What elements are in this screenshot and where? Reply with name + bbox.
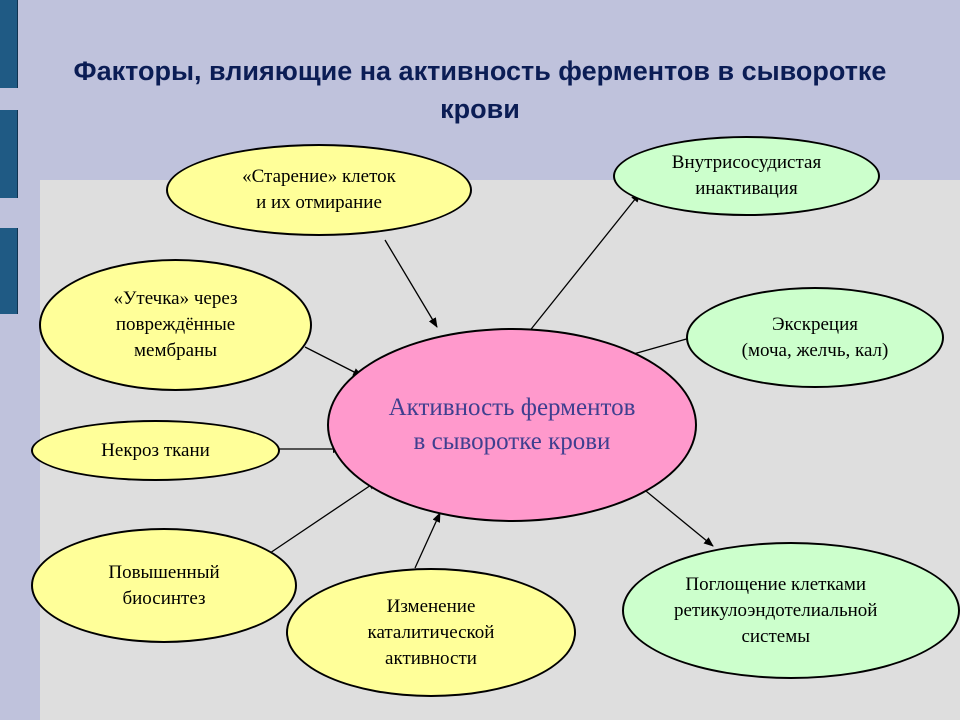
node-cell-aging: «Старение» клеток и их отмирание: [166, 144, 472, 236]
arrow-leak: [304, 346, 363, 377]
node-enzyme-activity: Активность ферментов в сыворотке крови: [327, 328, 697, 522]
node-catalytic-change: Изменение каталитической активности: [286, 568, 576, 697]
slide-title: Факторы, влияющие на активность ферменто…: [73, 56, 887, 124]
node-excretion: Экскреция (моча, желчь, кал): [686, 287, 944, 388]
side-bar-3: [0, 228, 18, 314]
side-bar-1: [0, 0, 18, 88]
node-membrane-leak: «Утечка» через повреждённые мембраны: [39, 259, 312, 391]
node-tissue-necrosis: Некроз ткани: [31, 420, 280, 481]
arrow-biosynthesis: [269, 480, 378, 554]
node-increased-biosynthesis: Повышенный биосинтез: [31, 528, 297, 643]
arrow-inactivation: [527, 192, 641, 334]
arrow-catalytic: [414, 512, 441, 569]
arrow-aging: [384, 239, 438, 328]
side-bar-2: [0, 110, 18, 198]
node-res-uptake: Поглощение клетками ретикулоэндотелиальн…: [622, 542, 960, 679]
node-intravascular-inactivation: Внутрисосудистая инактивация: [613, 136, 880, 216]
